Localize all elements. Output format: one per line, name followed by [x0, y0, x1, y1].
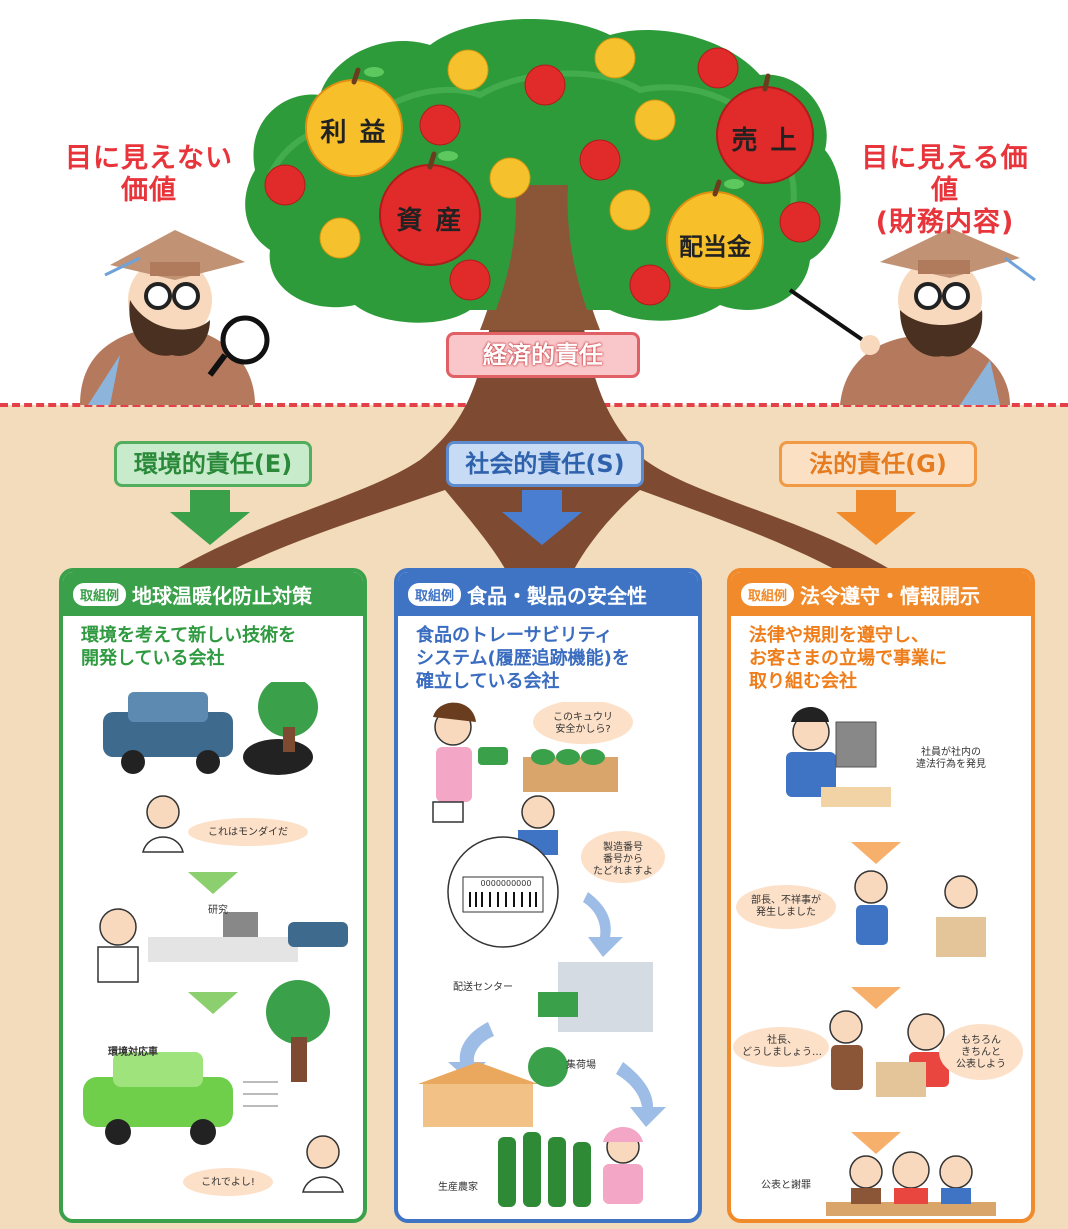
bubble-scandal: 部長、不祥事が 発生しました: [751, 895, 821, 918]
panel-social-header: 取組例 食品・製品の安全性: [398, 572, 698, 616]
red-apples: [264, 47, 821, 306]
panel-environment-title: 地球温暖化防止対策: [132, 583, 313, 608]
panel-environment-illustration: [83, 682, 348, 1196]
panel-social-title: 食品・製品の安全性: [467, 583, 648, 608]
apple-label-haitokin: 配当金: [679, 233, 751, 261]
apple-label-rieki: 利 益: [320, 118, 388, 148]
example-badge: 取組例: [408, 582, 462, 606]
speech-bubble-shape: [188, 818, 308, 846]
legal-responsibility-label: 法的責任(G): [779, 441, 977, 487]
barcode-text: 0000000000: [480, 879, 532, 888]
panel-environment-description: 環境を考えて新しい技術を 開発している会社: [81, 625, 297, 669]
visible-value-label: 目に見える価値 (財務内容): [861, 143, 1029, 238]
speech-bubble-shape: [581, 831, 665, 883]
eco-car-label: 環境対応車: [108, 1047, 158, 1058]
panel-legal-title: 法令遵守・情報開示: [800, 583, 981, 608]
apple-label-uriage: 売 上: [731, 126, 799, 156]
panel-legal-header: 取組例 法令遵守・情報開示: [731, 572, 1031, 616]
panel-legal-description: 法律や規則を遵守し、 お客さまの立場で事業に 取り組む会社: [749, 625, 947, 692]
panel-environment: 取組例 地球温暖化防止対策 環境を考えて新しい技術を 開発している会社: [59, 568, 367, 1223]
bubble-problem: これはモンダイだ: [208, 827, 288, 838]
professor-right-illustration: [788, 228, 1036, 405]
arrow-e-icon: [170, 490, 250, 545]
speech-bubble-shape: [733, 1027, 829, 1067]
bubble-cucumber-safe: このキュウリ 安全かしら?: [553, 712, 613, 735]
arrow-s-icon: [502, 490, 582, 545]
economic-responsibility-label: 経済的責任: [446, 332, 640, 378]
speech-bubble-shape: [736, 885, 836, 929]
panel-environment-header: 取組例 地球温暖化防止対策: [63, 572, 363, 616]
panel-social-description: 食品のトレーサビリティ システム(履歴追跡機能)を 確立している会社: [416, 625, 630, 692]
panel-social-illustration: [418, 702, 666, 1207]
farmer-label: 生産農家: [438, 1182, 478, 1193]
panel-legal: 取組例 法令遵守・情報開示 法律や規則を遵守し、 お客さまの立場で事業に 取り組…: [727, 568, 1035, 1223]
bubble-good: これでよし!: [201, 1177, 255, 1188]
research-label: 研究: [208, 905, 228, 916]
apology-label: 公表と謝罪: [761, 1180, 811, 1191]
bubble-trace-number: 製造番号 番号から たどれますよ: [593, 842, 653, 877]
example-badge: 取組例: [741, 582, 795, 606]
collection-site-label: 集荷場: [566, 1060, 596, 1071]
panel-social: 取組例 食品・製品の安全性 食品のトレーサビリティ システム(履歴追跡機能)を …: [394, 568, 702, 1223]
speech-bubble-shape: [183, 1168, 273, 1196]
speech-bubble-shape: [533, 702, 633, 744]
bubble-what-to-do: 社長、 どうしましょう…: [742, 1035, 822, 1058]
panel-legal-illustration: [733, 707, 1023, 1216]
note-employee-found: 社員が社内の 違法行為を発見: [916, 747, 986, 770]
invisible-value-label: 目に見えない 価値: [65, 143, 233, 206]
example-badge: 取組例: [73, 582, 127, 606]
yellow-apples: [319, 37, 676, 259]
social-responsibility-label: 社会的責任(S): [446, 441, 644, 487]
speech-bubble-shape: [939, 1024, 1023, 1080]
arrow-g-icon: [836, 490, 916, 545]
bubble-disclose: もちろん きちんと 公表しよう: [956, 1035, 1006, 1070]
environmental-responsibility-label: 環境的責任(E): [114, 441, 312, 487]
professor-left-illustration: [80, 230, 270, 405]
distribution-center-label: 配送センター: [453, 982, 513, 993]
apple-label-shisan: 資 産: [396, 206, 464, 236]
